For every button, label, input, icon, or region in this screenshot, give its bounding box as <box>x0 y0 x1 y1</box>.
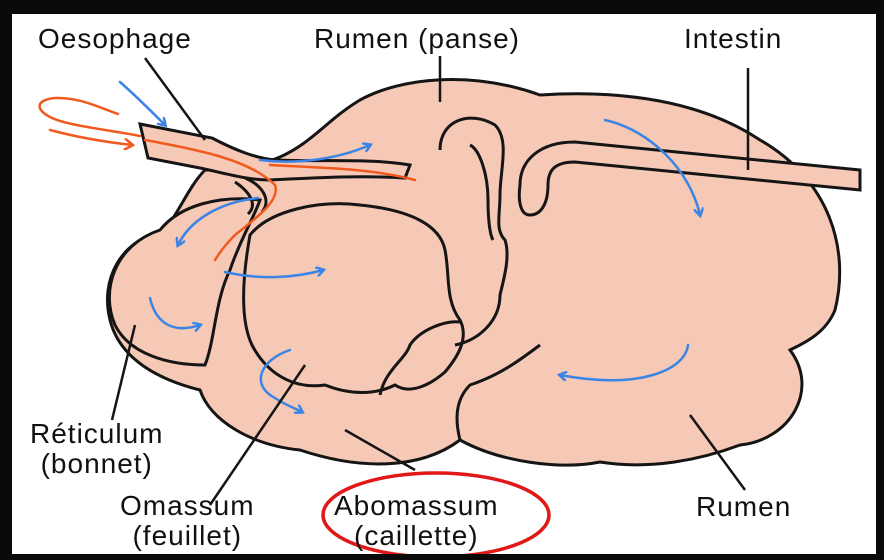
omassum <box>244 204 464 393</box>
blue-flow-arrow-oesophage <box>120 82 165 125</box>
label-omassum-line2: (feuillet) <box>120 521 255 551</box>
label-omassum: Omassum (feuillet) <box>120 491 255 551</box>
label-abomassum: Abomassum (caillette) <box>334 491 499 551</box>
label-oesophage: Oesophage <box>38 24 192 54</box>
diagram-frame: Oesophage Rumen (panse) Intestin Réticul… <box>12 14 876 554</box>
label-reticulum-line2: (bonnet) <box>30 449 163 479</box>
label-abomassum-line2: (caillette) <box>334 521 499 551</box>
label-omassum-line1: Omassum <box>120 491 255 521</box>
label-abomassum-line1: Abomassum <box>334 491 499 521</box>
label-rumen: Rumen <box>696 492 791 522</box>
label-intestin: Intestin <box>684 24 782 54</box>
label-reticulum-line1: Réticulum <box>30 419 163 449</box>
label-reticulum: Réticulum (bonnet) <box>30 419 163 479</box>
label-rumen-panse: Rumen (panse) <box>314 24 520 54</box>
